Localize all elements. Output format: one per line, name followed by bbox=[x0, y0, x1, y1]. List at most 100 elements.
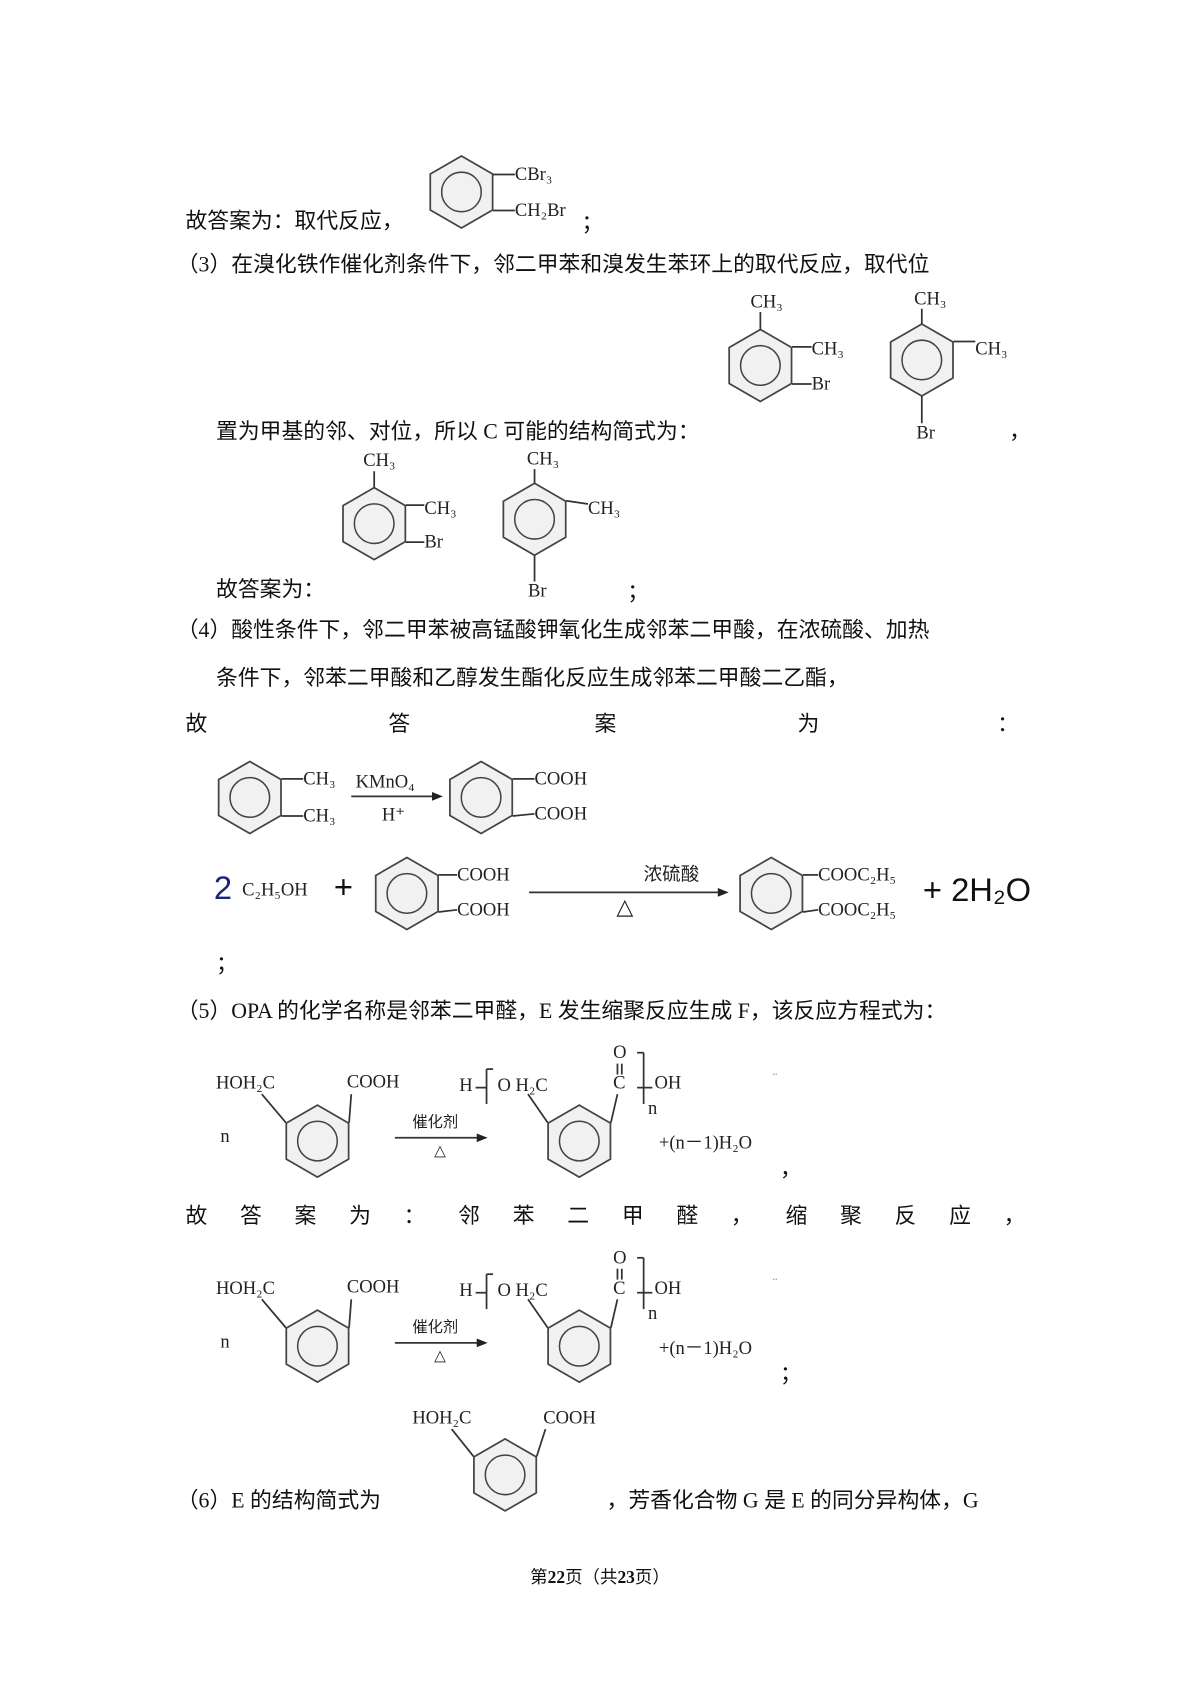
answer-text: 故答案为：取代反应， bbox=[185, 209, 404, 234]
spaced-char: 答 bbox=[388, 712, 411, 737]
arrow-head bbox=[476, 1133, 488, 1143]
group-label: CH₃ bbox=[811, 338, 844, 359]
stray-mark: ¨ bbox=[772, 1276, 778, 1293]
spaced-char: 邻 bbox=[458, 1204, 480, 1229]
reagent-label: 浓硫酸 bbox=[643, 863, 700, 885]
punctuation: ； bbox=[215, 952, 238, 977]
group-label: CH₃ bbox=[587, 497, 621, 519]
paragraph-6-text: （6）E 的结构简式为 bbox=[176, 1489, 381, 1514]
group-label: H bbox=[459, 1279, 473, 1301]
group-label: Br bbox=[527, 580, 547, 602]
benzene-ring bbox=[889, 322, 954, 398]
spaced-char: 反 bbox=[894, 1204, 917, 1229]
condition-label: H⁺ bbox=[381, 803, 405, 825]
bond bbox=[348, 1299, 353, 1328]
group-label: HOH₂C bbox=[412, 1407, 472, 1428]
spaced-char: 案 bbox=[594, 712, 617, 737]
spaced-char: 案 bbox=[294, 1204, 317, 1229]
bond bbox=[802, 908, 819, 913]
aromatic-circle bbox=[296, 1325, 339, 1367]
arrow-head bbox=[431, 791, 443, 801]
group-label: COOH bbox=[543, 1407, 596, 1428]
aromatic-circle bbox=[484, 1454, 526, 1496]
group-label: COOH bbox=[457, 863, 510, 885]
group-label: CH₃ bbox=[750, 291, 783, 312]
group-label: OH bbox=[654, 1277, 682, 1299]
catalyst-label: 催化剂 bbox=[412, 1319, 459, 1337]
group-label: CH₃ bbox=[975, 338, 1008, 359]
punctuation: ； bbox=[581, 211, 604, 236]
spaced-char: 二 bbox=[567, 1204, 590, 1229]
heat-symbol: △ bbox=[434, 1143, 446, 1160]
stray-mark: ¨ bbox=[772, 1071, 778, 1088]
group-label: CH₃ bbox=[303, 767, 336, 789]
paragraph-6-text: ，芳香化合物 G 是 E 的同分异构体，G bbox=[606, 1489, 979, 1514]
group-label: Br bbox=[424, 531, 443, 552]
group-label: COOH bbox=[534, 802, 588, 824]
bond bbox=[610, 1299, 619, 1328]
footer-text: 页） bbox=[634, 1568, 670, 1588]
spaced-char: 应 bbox=[949, 1204, 971, 1229]
benzene-ring bbox=[449, 760, 514, 835]
group-label: COOC₂H₅ bbox=[818, 863, 897, 885]
bond bbox=[566, 499, 589, 505]
group-label: C bbox=[613, 1277, 626, 1299]
spaced-char: 甲 bbox=[621, 1204, 644, 1229]
benzene-ring bbox=[285, 1104, 350, 1179]
plus-sign: + bbox=[333, 869, 353, 906]
group-label: H bbox=[459, 1074, 473, 1096]
aromatic-circle bbox=[558, 1120, 600, 1162]
arrow-head bbox=[476, 1338, 488, 1348]
group-label: Br bbox=[811, 373, 831, 394]
subscript-n: n bbox=[647, 1302, 658, 1324]
punctuation: ， bbox=[1009, 419, 1031, 444]
total-pages: 23 bbox=[617, 1568, 635, 1588]
formula-label: +(n－1)H₂O bbox=[658, 1132, 753, 1154]
spaced-char: 为 bbox=[349, 1204, 371, 1229]
aromatic-circle bbox=[296, 1120, 339, 1162]
subscript-n: n bbox=[647, 1097, 658, 1119]
heat-symbol: △ bbox=[434, 1348, 446, 1365]
aromatic-circle bbox=[901, 339, 943, 381]
paragraph-3-line-2: 置为甲基的邻、对位，所以 C 可能的结构简式为： bbox=[215, 419, 700, 444]
group-label: CH₃ bbox=[914, 287, 947, 309]
bond bbox=[348, 1094, 353, 1123]
group-label: COOH bbox=[457, 898, 510, 920]
spaced-char: 为 bbox=[797, 712, 820, 737]
punctuation: ； bbox=[627, 580, 650, 605]
heat-symbol: △ bbox=[616, 895, 634, 920]
spaced-char: ： bbox=[403, 1204, 426, 1229]
punctuation: ， bbox=[779, 1157, 802, 1182]
aromatic-circle bbox=[229, 776, 271, 819]
spaced-char: 缩 bbox=[785, 1204, 808, 1229]
punctuation: ； bbox=[779, 1362, 802, 1387]
paragraph-4-line-1: （4）酸性条件下，邻二甲苯被高锰酸钾氧化生成邻苯二甲酸，在浓硫酸、加热 bbox=[176, 618, 930, 643]
group-label: COOH bbox=[534, 767, 588, 789]
benzene-ring bbox=[547, 1309, 612, 1384]
group-label: CH₂Br bbox=[514, 199, 566, 221]
group-label: Br bbox=[916, 422, 935, 443]
spaced-char: 答 bbox=[239, 1204, 262, 1229]
answer-text: 故答案为： bbox=[215, 578, 326, 603]
footer-text: 页（共 bbox=[565, 1568, 618, 1588]
group-label: HOH₂C bbox=[215, 1277, 276, 1299]
spaced-char: ： bbox=[997, 712, 1019, 737]
group-label: CH₃ bbox=[363, 449, 396, 471]
aromatic-circle bbox=[386, 872, 428, 915]
spaced-char: 故 bbox=[185, 1204, 208, 1229]
spaced-char: 醛 bbox=[676, 1204, 699, 1229]
benzene-ring bbox=[285, 1309, 350, 1384]
bond bbox=[512, 812, 535, 817]
bond bbox=[527, 1093, 549, 1124]
group-label: O H₂C bbox=[497, 1074, 548, 1096]
arrow-head bbox=[717, 887, 729, 897]
spaced-char: ， bbox=[730, 1204, 753, 1229]
aromatic-circle bbox=[750, 872, 792, 915]
group-label: O bbox=[613, 1246, 627, 1268]
paragraph-5-line-1: （5）OPA 的化学名称是邻苯二甲醛，E 发生缩聚反应生成 F，该反应方程式为： bbox=[176, 999, 947, 1024]
benzene-ring bbox=[728, 328, 793, 403]
benzene-ring bbox=[217, 760, 282, 835]
group-label: CH₃ bbox=[424, 497, 457, 519]
